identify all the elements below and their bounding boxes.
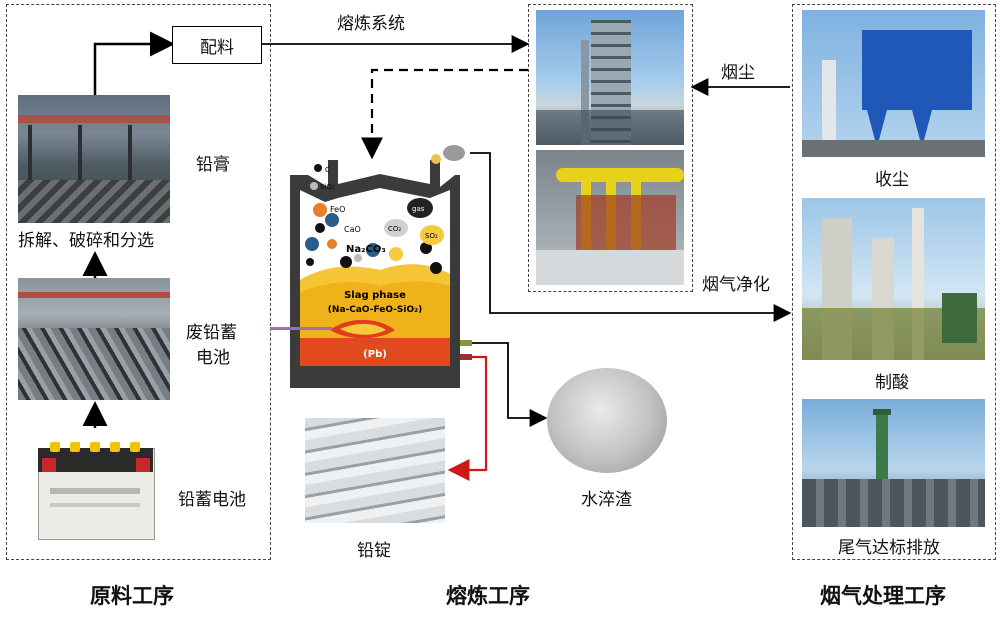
raw-section-title: 原料工序 [90, 584, 174, 608]
acid-making-label: 制酸 [875, 373, 909, 393]
tail-gas-label: 尾气达标排放 [838, 538, 940, 558]
label-sio2: SiO₂ [320, 183, 335, 191]
label-na2co3: Na₂CO₃ [346, 244, 386, 255]
label-co2: CO₂ [388, 225, 401, 233]
arrow-icon [447, 355, 488, 481]
raw-section-box [6, 4, 271, 560]
flue-section-title: 烟气处理工序 [820, 584, 946, 608]
batching-label: 配料 [200, 37, 234, 58]
arrow-icon [93, 31, 175, 95]
furnace-diagram: C SiO₂ FeO CaO CO₂ gas SO₂ Na₂CO₃ Slag p… [270, 145, 472, 388]
label-feo: FeO [330, 205, 345, 214]
smelting-photo-box [528, 4, 693, 292]
waste-battery-label-line2: 电池 [196, 348, 230, 368]
dismantling-workshop-photo [18, 95, 170, 223]
dismantle-label: 拆解、破碎和分选 [18, 231, 154, 251]
label-gas: gas [412, 205, 425, 213]
dust-collector-photo [802, 10, 985, 157]
label-pb: (Pb) [363, 349, 387, 360]
label-cao: CaO [344, 225, 361, 234]
lead-ingot-photo [300, 413, 450, 528]
flue-section-box [792, 4, 996, 560]
smelting-workshop-photo [536, 150, 684, 285]
dashed-arrow-icon [361, 68, 528, 160]
gas-purification-label: 烟气净化 [702, 275, 770, 295]
label-slag-formula: (Na-CaO-FeO-SiO₂) [328, 305, 422, 315]
tail-gas-stack-photo [802, 399, 985, 527]
smelting-system-label: 熔炼系统 [337, 14, 405, 34]
batching-box: 配料 [172, 26, 262, 64]
arrow-icon [470, 152, 792, 322]
lead-ingot-label: 铅锭 [357, 541, 391, 561]
dust-label: 烟尘 [721, 63, 755, 83]
smelting-tower-photo [536, 10, 684, 145]
lead-acid-battery-photo [28, 428, 160, 543]
arrow-icon [472, 342, 548, 427]
label-slag-phase: Slag phase [344, 290, 406, 301]
waste-battery-pile-photo [18, 278, 170, 400]
water-slag-photo [547, 368, 667, 473]
label-so2: SO₂ [425, 232, 438, 240]
smelting-section-title: 熔炼工序 [446, 584, 530, 608]
waste-battery-label: 废铅蓄 [186, 323, 237, 343]
label-c: C [325, 166, 330, 174]
acid-plant-photo [802, 198, 985, 360]
lead-paste-label: 铅膏 [196, 155, 230, 175]
dust-collection-label: 收尘 [875, 170, 909, 190]
lead-acid-battery-label: 铅蓄电池 [178, 490, 246, 510]
water-slag-label: 水淬渣 [581, 490, 632, 510]
